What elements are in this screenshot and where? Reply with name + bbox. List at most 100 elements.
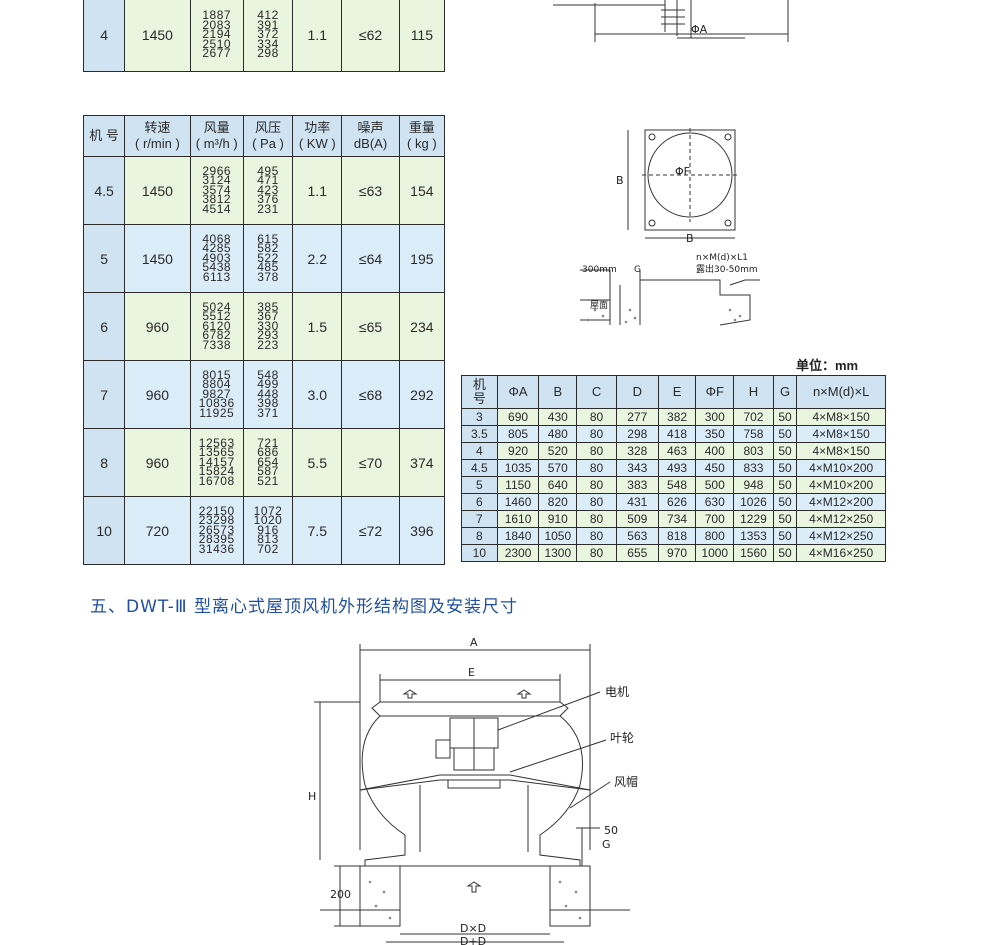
flange-diagram: ΦF B B n×M(d)×L1 露出30-50mm 300mm G 屋面 (580, 128, 760, 326)
cell-weight: 234 (398, 292, 446, 361)
col-header-speed: 转速( r/min ) (124, 115, 191, 157)
table-cell: 4×M8×150 (796, 425, 886, 443)
table-cell: 4×M10×200 (796, 476, 886, 494)
label-nml: n×M(d)×L1 (696, 253, 748, 263)
col-header-weight: 重量( kg ) (398, 115, 446, 157)
table-cell: 277 (615, 408, 659, 426)
table-cell: 734 (657, 510, 697, 528)
label-a: A (470, 636, 478, 649)
label-b-bottom: B (686, 232, 694, 245)
cell-weight: 292 (398, 360, 446, 429)
cell-power: 5.5 (292, 428, 343, 497)
col-header-phi-a: ΦA (496, 375, 540, 409)
table-cell: 430 (538, 408, 578, 426)
cell-weight: 195 (398, 224, 446, 293)
table-cell: 383 (615, 476, 659, 494)
table-cell: 80 (576, 425, 617, 443)
cell-speed: 960 (124, 428, 191, 497)
cell-noise: ≤63 (341, 156, 400, 225)
cell-speed: 960 (124, 360, 191, 429)
table-cell: 80 (576, 442, 617, 460)
table-cell: 50 (772, 493, 798, 511)
label-300mm: 300mm (582, 265, 617, 275)
table-cell: 509 (615, 510, 659, 528)
table-cell: 463 (657, 442, 697, 460)
table-cell: 1353 (733, 527, 774, 545)
table-cell: 758 (733, 425, 774, 443)
table-cell: 1610 (496, 510, 540, 528)
cell-noise: ≤70 (341, 428, 400, 497)
col-header-b: B (538, 375, 578, 409)
table-cell: 80 (576, 408, 617, 426)
label-impeller: 叶轮 (610, 731, 634, 745)
table-cell: 7 (461, 510, 498, 528)
table-cell: 3.5 (461, 425, 498, 443)
table-cell: 4×M10×200 (796, 459, 886, 477)
table-cell: 382 (657, 408, 697, 426)
cell-speed: 1450 (124, 156, 191, 225)
table-cell: 1460 (496, 493, 540, 511)
cell-power: 1.1 (292, 0, 343, 72)
table-cell: 50 (772, 510, 798, 528)
table-cell: 655 (615, 544, 659, 562)
table-cell: 500 (695, 476, 735, 494)
table-cell: 6 (461, 493, 498, 511)
table-cell: 970 (657, 544, 697, 562)
cell-speed: 1450 (124, 0, 191, 72)
table-cell: 800 (695, 527, 735, 545)
table-cell: 910 (538, 510, 578, 528)
table-cell: 820 (538, 493, 578, 511)
table-cell: 350 (695, 425, 735, 443)
section-title: 五、DWT-Ⅲ 型离心式屋顶风机外形结构图及安装尺寸 (90, 597, 518, 617)
cell-power: 7.5 (292, 496, 343, 565)
cell-noise: ≤65 (341, 292, 400, 361)
cell-weight: 115 (398, 0, 446, 72)
col-header-e: E (657, 375, 697, 409)
cell-weight: 396 (398, 496, 446, 565)
cell-noise: ≤64 (341, 224, 400, 293)
table-cell: 920 (496, 442, 540, 460)
table-cell: 948 (733, 476, 774, 494)
table-cell: 1229 (733, 510, 774, 528)
table-cell: 563 (615, 527, 659, 545)
table-cell: 1840 (496, 527, 540, 545)
cell-speed: 720 (124, 496, 191, 565)
label-phi-f: ΦF (675, 165, 690, 178)
table-cell: 4×M8×150 (796, 442, 886, 460)
cell-weight: 154 (398, 156, 446, 225)
label-b-side: B (616, 174, 624, 187)
table-cell: 80 (576, 476, 617, 494)
table-cell: 2300 (496, 544, 540, 562)
cell-no: 4 (82, 0, 126, 72)
table-cell: 50 (772, 408, 798, 426)
cell-no: 4.5 (82, 156, 126, 225)
table-cell: 4×M16×250 (796, 544, 886, 562)
table-cell: 418 (657, 425, 697, 443)
table-cell: 1300 (538, 544, 578, 562)
table-cell: 4 (461, 442, 498, 460)
table-cell: 4×M12×250 (796, 510, 886, 528)
table-header-row: 机 号 转速( r/min ) 风量( m³/h ) 风压( Pa ) 功率( … (82, 115, 446, 157)
table-cell: 803 (733, 442, 774, 460)
table-cell: 3 (461, 408, 498, 426)
table-cell: 50 (772, 442, 798, 460)
table-cell: 300 (695, 408, 735, 426)
table-cell: 400 (695, 442, 735, 460)
col-header-no: 机号 (461, 375, 498, 409)
